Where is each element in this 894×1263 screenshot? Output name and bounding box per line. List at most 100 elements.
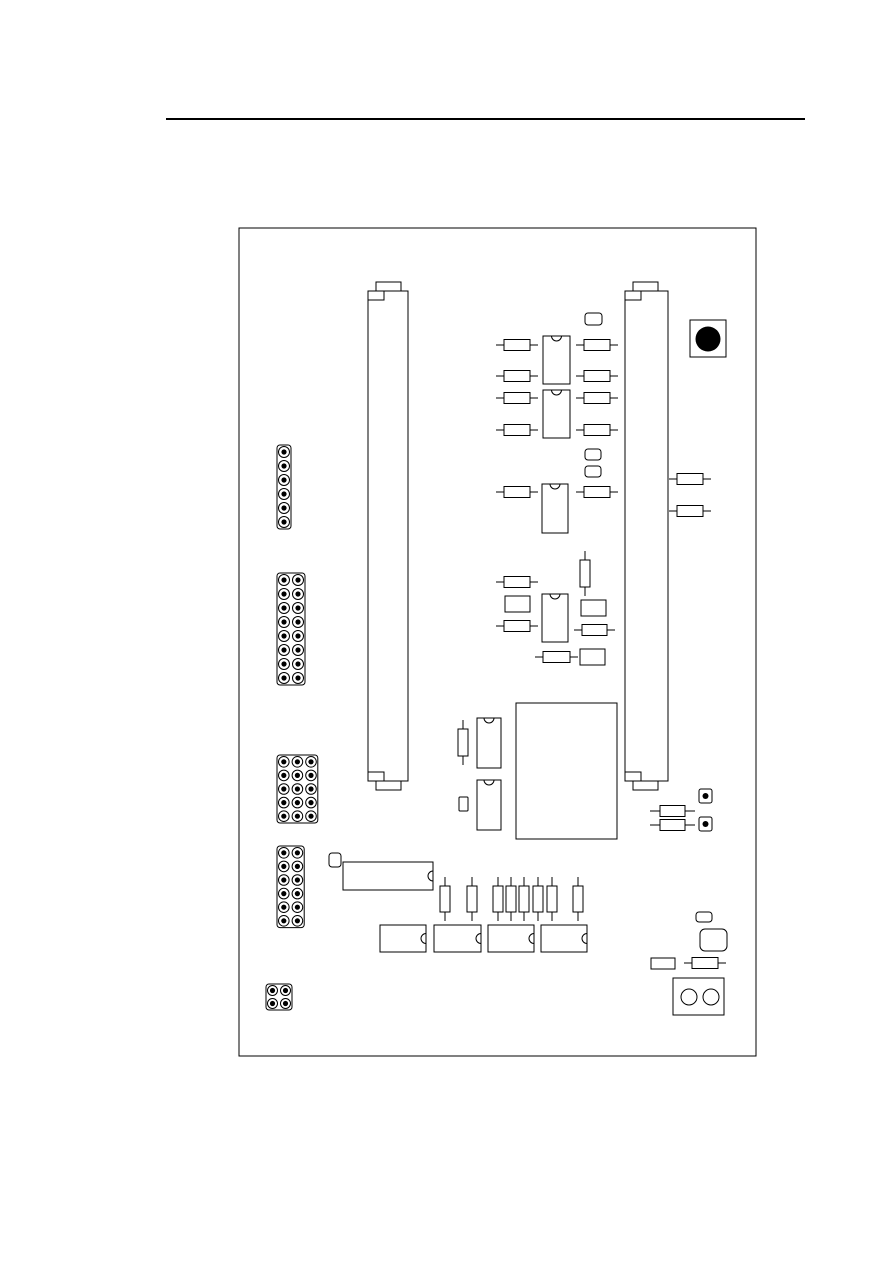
resistor-body — [583, 424, 611, 436]
pin — [281, 591, 287, 597]
resistor-body — [503, 370, 531, 382]
resistor-body — [659, 819, 686, 831]
pin — [308, 800, 314, 806]
pin — [294, 863, 300, 870]
pin — [281, 786, 287, 792]
resistor — [496, 392, 538, 404]
ic-notch — [483, 779, 495, 786]
dip-ic — [476, 717, 502, 769]
capacitor — [584, 312, 603, 326]
resistor-body — [579, 559, 591, 588]
resistor — [576, 486, 618, 498]
resistor-body — [503, 339, 531, 351]
dip-ic — [433, 924, 482, 953]
connector-latch-bottom — [375, 780, 402, 791]
resistor — [650, 805, 695, 817]
ic-notch — [549, 593, 561, 600]
resistor-body — [581, 624, 608, 636]
resistor — [650, 819, 695, 831]
resistor-body — [583, 392, 611, 404]
pin-header-outline — [276, 845, 305, 929]
resistor — [576, 424, 618, 436]
board-outline — [238, 227, 757, 1057]
resistor — [496, 486, 538, 498]
ic-body — [342, 861, 434, 891]
resistor-body — [676, 505, 704, 517]
pin — [281, 877, 287, 883]
pin — [281, 813, 287, 819]
smd-part — [650, 957, 676, 970]
resistor-body — [503, 620, 531, 632]
resistor — [576, 392, 618, 404]
pin-header — [276, 572, 306, 686]
pin — [281, 577, 287, 583]
ic-body — [476, 779, 502, 831]
ic-body — [433, 924, 482, 953]
ic-body — [542, 335, 571, 385]
pin — [294, 891, 300, 897]
pin — [294, 904, 300, 910]
ic-notch — [551, 389, 562, 396]
pin — [281, 463, 287, 469]
resistor-body — [518, 885, 530, 913]
resistor — [518, 877, 530, 921]
resistor-body — [503, 576, 531, 588]
pin — [295, 647, 301, 653]
ic-notch — [483, 717, 495, 724]
pin — [294, 850, 300, 856]
resistor-body — [676, 473, 704, 485]
push-button — [689, 319, 727, 358]
dip-ic — [541, 483, 569, 534]
dip-ic — [542, 389, 571, 439]
pin — [294, 800, 300, 806]
resistor-body — [691, 957, 719, 969]
dip-ic — [542, 335, 571, 385]
test-point — [698, 816, 713, 832]
resistor-body — [492, 885, 504, 913]
pin — [281, 647, 287, 653]
pin — [281, 449, 287, 455]
pin — [295, 591, 301, 597]
pin — [281, 675, 287, 681]
ic-notch — [528, 933, 535, 944]
resistor-body — [503, 392, 531, 404]
pin — [308, 759, 314, 765]
resistor — [496, 576, 538, 588]
pin-header — [276, 444, 292, 530]
resistor — [466, 877, 478, 921]
pin — [295, 675, 301, 681]
smd-part — [580, 599, 607, 617]
ic-body — [541, 483, 569, 534]
pin — [282, 1000, 289, 1007]
capacitor — [584, 465, 602, 478]
pin — [295, 661, 301, 667]
card-edge-connector — [367, 281, 409, 791]
pin — [269, 987, 276, 994]
pin — [282, 987, 289, 994]
resistor-body — [466, 885, 478, 913]
resistor — [579, 551, 591, 596]
ic-notch — [549, 483, 561, 490]
resistor-body — [542, 651, 571, 663]
resistor-body — [583, 339, 611, 351]
resistor-body — [503, 424, 531, 436]
resistor-body — [503, 486, 531, 498]
resistor — [535, 651, 578, 663]
resistor — [669, 473, 711, 485]
resistor — [496, 370, 538, 382]
button-cap — [695, 326, 721, 352]
dip-ic — [342, 861, 434, 891]
resistor — [574, 624, 615, 636]
dip-ic — [379, 924, 427, 953]
pin — [294, 786, 300, 792]
pin — [281, 759, 287, 765]
resistor — [492, 877, 504, 921]
resistor — [576, 370, 618, 382]
resistor-body — [457, 728, 469, 757]
test-point — [698, 788, 713, 804]
resistor — [505, 877, 517, 921]
ic-notch — [427, 870, 434, 882]
dip-ic — [541, 593, 569, 643]
dip-ic — [487, 924, 535, 953]
